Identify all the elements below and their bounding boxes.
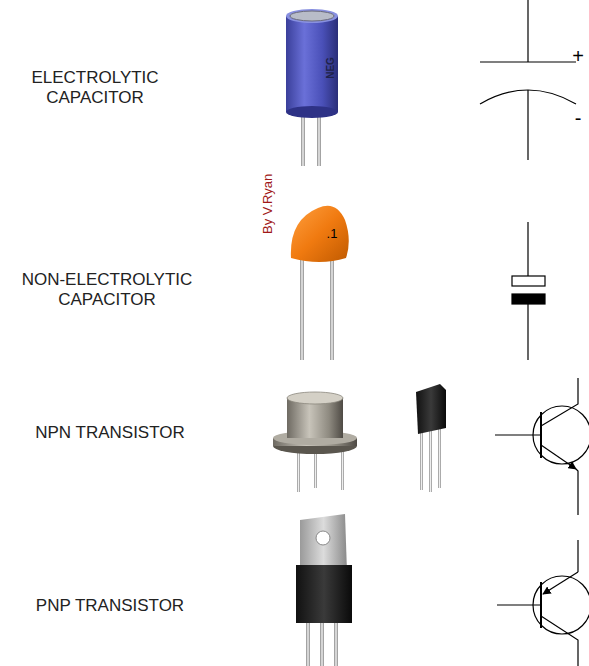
part-name: PNP TRANSISTOR xyxy=(20,596,200,616)
metal-can-transistor xyxy=(273,392,357,492)
to220-transistor xyxy=(296,514,352,666)
polarity-mark: - xyxy=(569,106,587,130)
electrolytic-capacitor xyxy=(286,9,338,166)
npn-transistor-symbol xyxy=(495,378,589,515)
capacitance-value: .1 xyxy=(320,226,344,242)
ceramic-capacitor xyxy=(291,206,349,360)
part-name: ELECTROLYTIC CAPACITOR xyxy=(15,68,175,109)
part-name: NON-ELECTROLYTIC CAPACITOR xyxy=(5,270,209,311)
polarity-mark: + xyxy=(569,44,587,68)
watermark: By V.Ryan xyxy=(260,162,276,246)
to92-transistor xyxy=(416,384,446,492)
component-marking: NEG xyxy=(325,53,337,83)
electrolytic-capacitor-symbol xyxy=(480,0,576,160)
pnp-transistor-symbol xyxy=(497,540,589,666)
part-name: NPN TRANSISTOR xyxy=(20,423,200,443)
capacitor-symbol xyxy=(512,222,545,360)
